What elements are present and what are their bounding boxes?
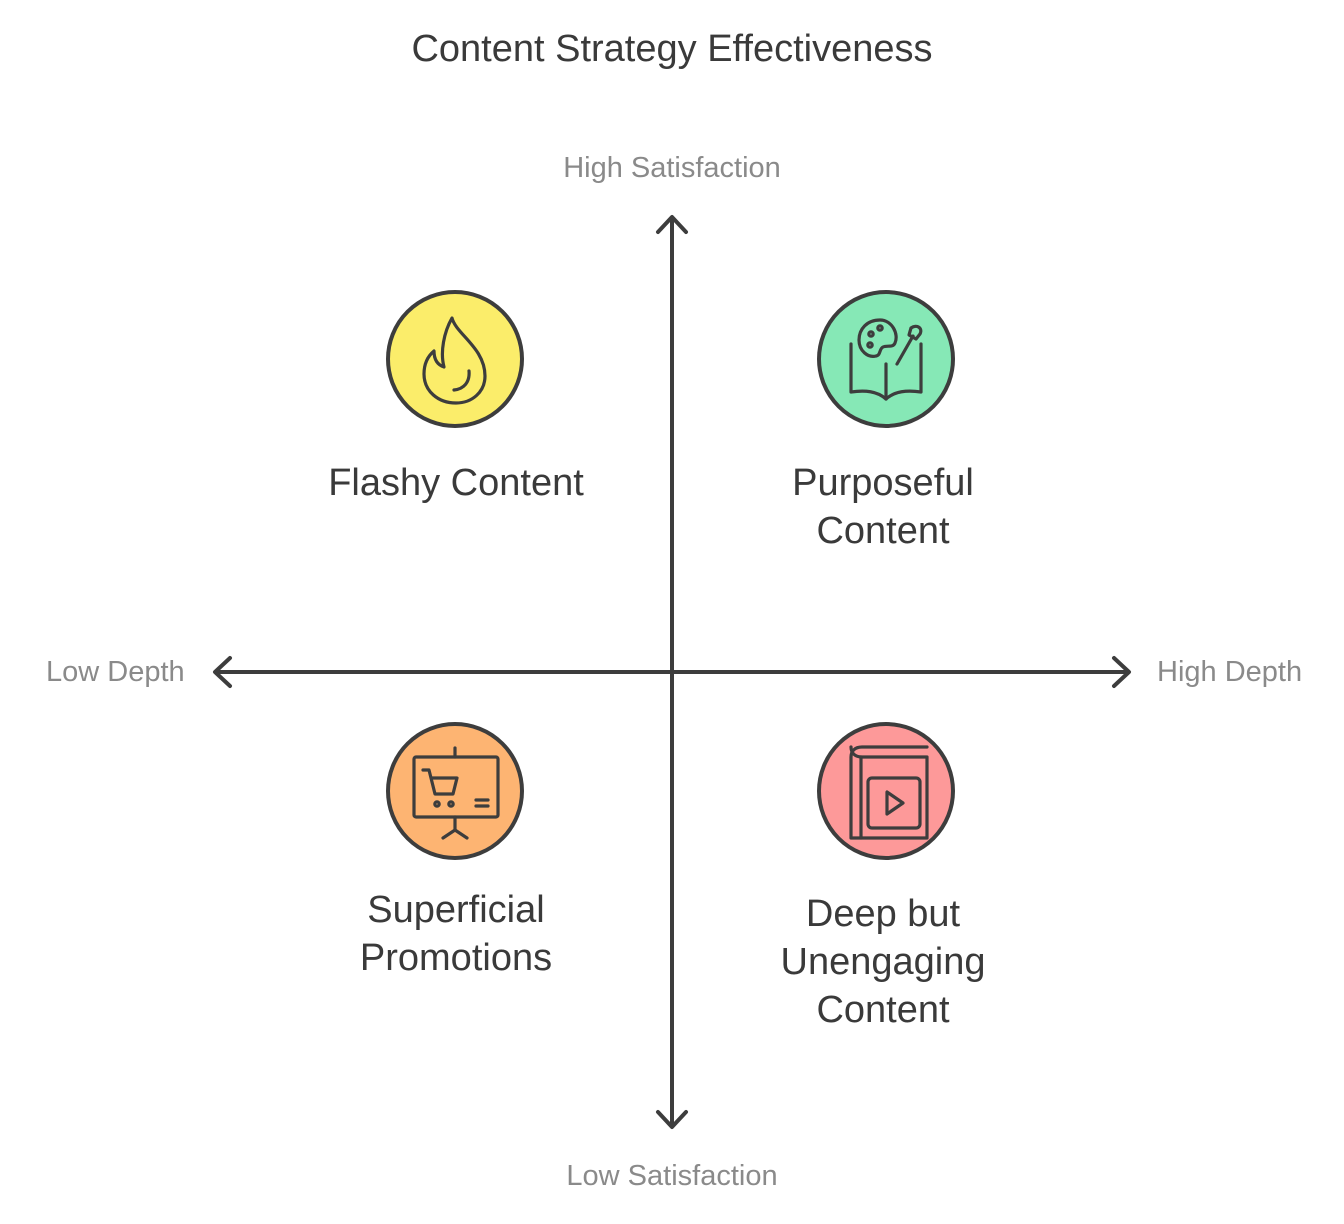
label-line: Purposeful bbox=[792, 462, 974, 504]
label-line: Content bbox=[816, 989, 950, 1031]
deep-unengaging-content-circle bbox=[817, 722, 955, 860]
diagram-title: Content Strategy Effectiveness bbox=[411, 28, 933, 70]
deep-unengaging-content-label: Deep but Unengaging Content bbox=[723, 890, 1043, 1034]
superficial-promotions-circle bbox=[386, 722, 524, 860]
purposeful-content-circle bbox=[817, 290, 955, 428]
label-line: Promotions bbox=[359, 937, 553, 979]
axis-label-high-satisfaction: High Satisfaction bbox=[563, 152, 781, 184]
arrow-right-icon bbox=[1112, 656, 1131, 688]
label-line: Unengaging bbox=[780, 941, 986, 983]
label-line: Superficial bbox=[367, 889, 545, 931]
flame-icon bbox=[422, 316, 487, 405]
arrow-up-icon bbox=[656, 215, 688, 234]
label-line: Deep but bbox=[805, 893, 961, 935]
label-line: Flashy Content bbox=[328, 462, 584, 504]
video-book-icon bbox=[849, 745, 929, 840]
axis-label-low-satisfaction: Low Satisfaction bbox=[566, 1160, 778, 1192]
palette-book-icon bbox=[849, 318, 923, 401]
axis-label-low-depth: Low Depth bbox=[46, 656, 185, 688]
superficial-promotions-label: Superficial Promotions bbox=[296, 886, 616, 982]
label-line: Content bbox=[816, 510, 950, 552]
presentation-cart-icon bbox=[412, 746, 500, 840]
purposeful-content-label: Purposeful Content bbox=[723, 459, 1043, 555]
arrow-down-icon bbox=[656, 1110, 688, 1129]
flashy-content-label: Flashy Content bbox=[296, 459, 616, 507]
flashy-content-circle bbox=[386, 290, 524, 428]
arrow-left-icon bbox=[213, 656, 232, 688]
axis-label-high-depth: High Depth bbox=[1157, 656, 1303, 688]
